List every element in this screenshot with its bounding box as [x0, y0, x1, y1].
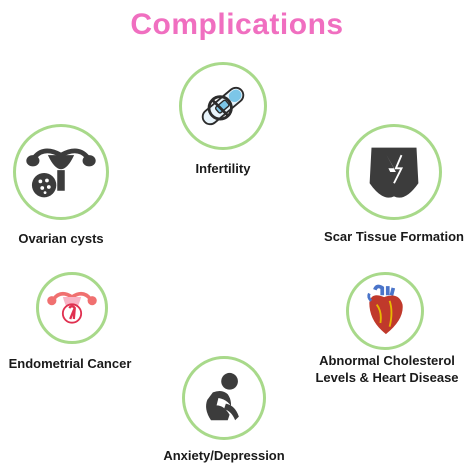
heart-disease-label-line1: Abnormal Cholesterol [319, 353, 455, 368]
anxiety-label: Anxiety/Depression [163, 448, 285, 463]
scar-tissue-circle [346, 124, 442, 220]
heart-disease-label: Abnormal Cholesterol Levels & Heart Dise… [312, 352, 462, 386]
uterus-cyst-icon [26, 148, 96, 198]
uterus-cancer-ribbon-icon [47, 291, 97, 324]
endometrial-cancer-label: Endometrial Cancer [8, 356, 132, 371]
heart-disease-label-line2: Levels & Heart Disease [315, 370, 459, 385]
infertility-label: Infertility [195, 161, 251, 176]
anxiety-circle [182, 356, 266, 440]
ovarian-cysts-label: Ovarian cysts [18, 231, 104, 246]
sad-person-icon [206, 372, 239, 421]
pregnancy-test-crossed-icon [201, 86, 245, 126]
heart-disease-circle [346, 272, 424, 350]
infertility-circle [179, 62, 267, 150]
scar-tissue-label: Scar Tissue Formation [324, 229, 464, 244]
pelvis-lightning-icon [369, 147, 419, 198]
page-title: Complications [130, 8, 344, 41]
ovarian-cysts-circle [13, 124, 109, 220]
heart-icon [367, 284, 403, 335]
endometrial-cancer-circle [36, 272, 108, 344]
